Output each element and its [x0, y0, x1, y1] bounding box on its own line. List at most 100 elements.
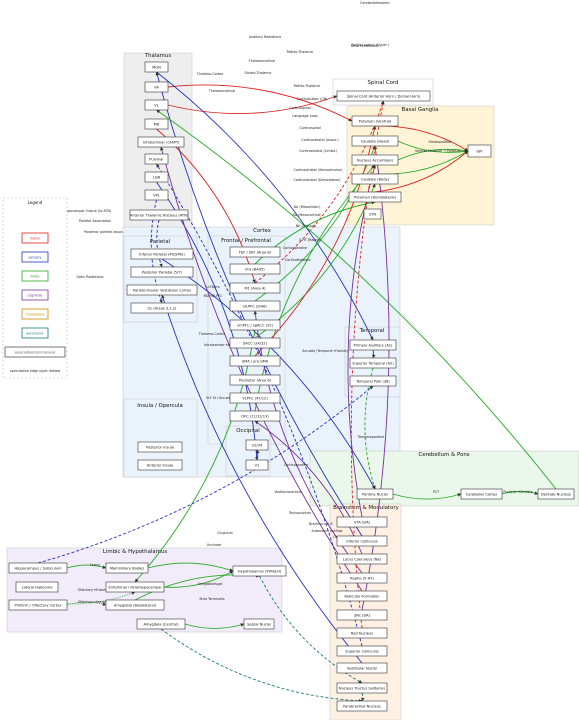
node-dacc[interactable]: dACC (24/32)	[229, 337, 281, 349]
node-rf[interactable]: Reticular Formation	[336, 590, 388, 602]
node-vta[interactable]: VTA (DA)	[336, 516, 388, 528]
node-ifg[interactable]: IFG (BA45)	[229, 263, 281, 275]
legend-swatch-sensory	[21, 251, 49, 263]
node-box	[229, 282, 281, 294]
node-box	[336, 645, 388, 657]
node-nts[interactable]: Nucleus Tractus Solitarius	[336, 682, 388, 694]
node-caudh[interactable]: Caudate (Head)	[351, 135, 399, 147]
edge-a2-to-pons	[364, 367, 376, 490]
legend-swatch-limbic	[21, 270, 49, 282]
node-v2v4[interactable]: V2/V4	[245, 439, 269, 451]
edge-nacc-to-gpi	[397, 148, 469, 161]
node-vpl[interactable]: VPL	[144, 189, 169, 201]
node-box	[229, 246, 281, 258]
node-piri[interactable]: Piriform / Olfactory Cortex	[8, 599, 68, 611]
node-putd[interactable]: Putamen (Dorsolateral)	[348, 191, 402, 203]
node-mb[interactable]: Mammillary Bodies	[105, 562, 149, 574]
legend-swatch-association-commissural	[4, 346, 66, 358]
node-erc[interactable]: Entorhinal / Parahippocampal	[105, 581, 165, 593]
node-label: Spinal Cord (Anterior Horn / Dorsal Horn…	[347, 94, 421, 98]
node-ains[interactable]: Anterior Insula	[137, 459, 183, 471]
node-label: Raphe (5-HT)	[350, 576, 374, 580]
legend-item-label: sensory	[29, 256, 42, 260]
node-label: Primary Auditory (A1)	[354, 343, 394, 347]
node-cmpf[interactable]: Intralaminar (CM/Pf)	[137, 136, 185, 148]
node-md[interactable]: MD	[144, 118, 169, 130]
node-pulv[interactable]: Pulvinar	[144, 153, 169, 165]
node-gpi[interactable]: GPI	[467, 144, 492, 158]
legend-item-label: autonomic	[26, 332, 44, 336]
node-s1[interactable]: S1 (Areas 3,1,2)	[130, 302, 194, 314]
node-put[interactable]: Putamen (Ventral)	[351, 115, 399, 127]
node-box	[105, 581, 165, 593]
node-rn[interactable]: Red Nucleus	[336, 627, 388, 639]
node-lgn[interactable]: LGN	[144, 171, 169, 183]
node-box	[245, 459, 269, 471]
node-label: Hypothalamus (PVN/LH)	[238, 569, 282, 573]
node-va[interactable]: VA	[144, 81, 169, 93]
legend-item-label: cognitive	[27, 294, 42, 298]
node-box	[144, 153, 169, 165]
node-vmpfc[interactable]: vmPFC / sgACC (25)	[229, 319, 281, 331]
node-box	[130, 248, 194, 260]
edge-label: Striato-Thalamic	[245, 71, 272, 75]
node-sept[interactable]: Septal Nuclei	[243, 618, 275, 630]
node-box	[229, 392, 281, 404]
node-m1[interactable]: M1 (Area 4)	[229, 282, 281, 294]
node-cea[interactable]: Amygdala (Central)	[136, 618, 186, 630]
node-atn[interactable]: Anterior Thalamic Nucleus (ATN)	[129, 209, 189, 221]
node-mgn[interactable]: MGN	[144, 61, 169, 73]
node-a2[interactable]: Superior Temporal (A2)	[349, 357, 397, 369]
cluster-label: Limbic & Hypothalamus	[103, 549, 168, 555]
node-ofc[interactable]: OFC (11/12/13)	[229, 410, 281, 422]
node-sc[interactable]: Superior Colliculus	[336, 645, 388, 657]
node-pbn[interactable]: Parabrachial Nucleus	[336, 700, 388, 712]
edge-label: Autonomic outflow	[312, 529, 343, 533]
edge-label: Corticospinal	[299, 126, 321, 130]
node-lhab[interactable]: Lateral Habenula	[15, 581, 59, 593]
node-raphe[interactable]: Raphe (5-HT)	[336, 572, 388, 584]
node-pins[interactable]: Posterior Insula	[137, 441, 183, 453]
node-vl[interactable]: VL	[144, 99, 169, 111]
node-pons[interactable]: Pontine Nuclei	[356, 488, 394, 500]
node-tpole[interactable]: Temporal Pole (38)	[349, 375, 397, 387]
node-caudb[interactable]: Caudate (Body)	[351, 173, 399, 185]
edge-label: Brachium of IC	[309, 522, 334, 526]
node-label: LGN	[153, 175, 161, 179]
node-dent[interactable]: Dentate Nucleus	[537, 488, 575, 500]
node-fef[interactable]: FEF / SEF (Area 8)	[229, 246, 281, 258]
node-bla[interactable]: Amygdala (Basolateral)	[105, 599, 165, 611]
edge-label: Fornix	[90, 563, 100, 567]
node-box	[137, 459, 183, 471]
edge-cbc-to-dent	[501, 490, 539, 495]
node-label: Caudate (Head)	[361, 139, 390, 143]
node-sma[interactable]: SMA / pre-SMA	[229, 355, 281, 367]
node-ipl[interactable]: Inferior Parietal (40/SMG)	[130, 248, 194, 260]
node-dlpfc[interactable]: DLPFC (9/46)	[229, 300, 281, 312]
node-stn[interactable]: STN	[363, 208, 382, 220]
node-vn[interactable]: Vestibular Nuclei	[336, 662, 388, 674]
node-spl[interactable]: Posterior Parietal (5/7)	[130, 266, 194, 278]
node-snc[interactable]: SNc (DA)	[336, 609, 388, 621]
node-spinal[interactable]: Spinal Cord (Anterior Horn / Dorsal Horn…	[336, 90, 431, 102]
node-vlpfc[interactable]: VLPFC (47/12)	[229, 392, 281, 404]
node-nacc[interactable]: Nucleus Accumbens	[351, 154, 399, 166]
node-pmc[interactable]: Premotor (Area 6)	[229, 374, 281, 386]
node-label: Lateral Habenula	[22, 585, 53, 589]
node-box	[351, 173, 399, 185]
edge-label: Purkinje→Dentate	[503, 490, 532, 494]
node-hypo[interactable]: Hypothalamus (PVN/LH)	[232, 565, 287, 577]
node-label: M1 (Area 4)	[244, 286, 266, 290]
node-label: SNc (DA)	[354, 613, 371, 617]
node-pivc[interactable]: Parieto-Insular Vestibular Cortex	[126, 284, 198, 296]
node-label: Anterior Insula	[147, 463, 173, 467]
node-hipp[interactable]: Hippocampus / Subiculum	[8, 562, 68, 574]
edge-label: Intralaminar→dACC	[204, 343, 237, 347]
node-lc[interactable]: Locus Coeruleus (NE)	[336, 553, 388, 565]
node-a1[interactable]: Primary Auditory (A1)	[349, 339, 397, 351]
node-v1[interactable]: V1	[245, 459, 269, 471]
node-ic[interactable]: Inferior Colliculus	[336, 535, 388, 547]
node-cbc[interactable]: Cerebellar Cortex	[460, 488, 503, 500]
edge-label: DA (Mesocortical)	[292, 213, 321, 217]
